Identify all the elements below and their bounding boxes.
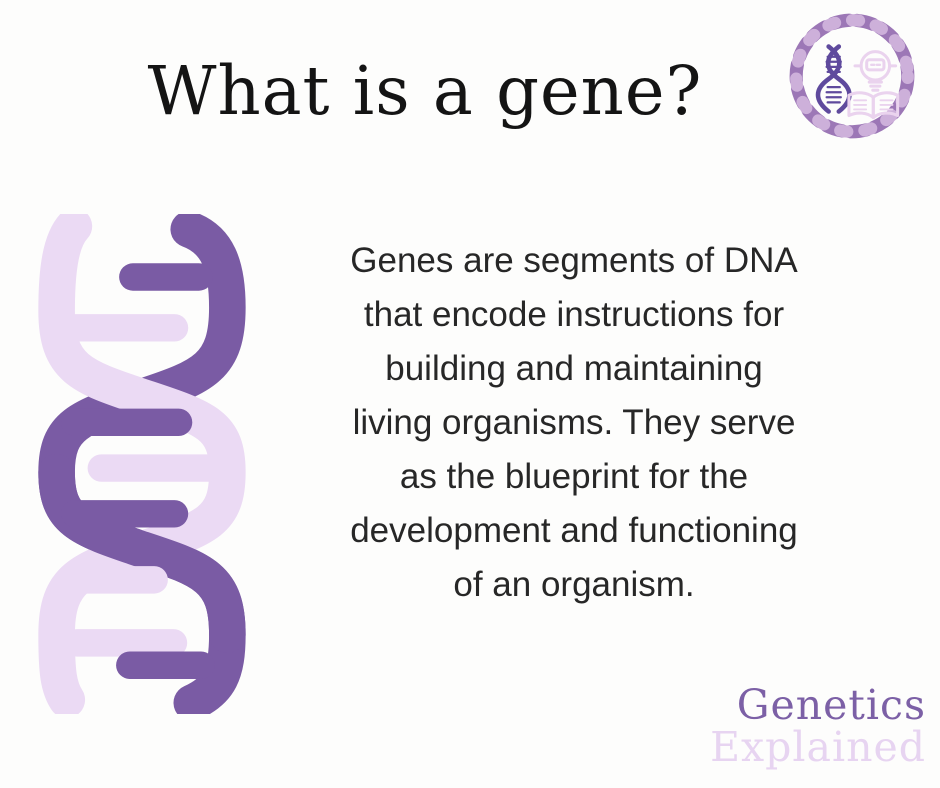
lightbulb-book-icon <box>847 50 900 120</box>
dna-helix-illustration <box>36 207 250 722</box>
dna-ring-icon <box>789 13 915 139</box>
body-text-line: of an organism. <box>453 565 695 604</box>
brand-wordmark: Genetics Explained <box>710 684 926 768</box>
body-text-line: that encode instructions for <box>363 295 785 334</box>
body-text-line: as the blueprint for the <box>399 457 749 496</box>
brand-name-genetics: Genetics <box>736 681 926 729</box>
page-title: What is a gene? <box>147 52 703 130</box>
body-text-line: development and functioning <box>350 511 798 550</box>
dna-helix-icon <box>815 44 852 114</box>
brand-name-explained: Explained <box>710 723 926 771</box>
dna-helix-graphic <box>38 207 246 722</box>
body-text-line: living organisms. They serve <box>352 403 796 442</box>
body-text-line: Genes are segments of DNA <box>350 241 798 280</box>
light-strand <box>38 207 246 719</box>
brand-logo-graphic <box>789 13 915 139</box>
body-paragraph: Genes are segments of DNA that encode ins… <box>288 234 860 612</box>
body-text-line: building and maintaining <box>385 349 763 388</box>
brand-logo <box>784 8 922 146</box>
